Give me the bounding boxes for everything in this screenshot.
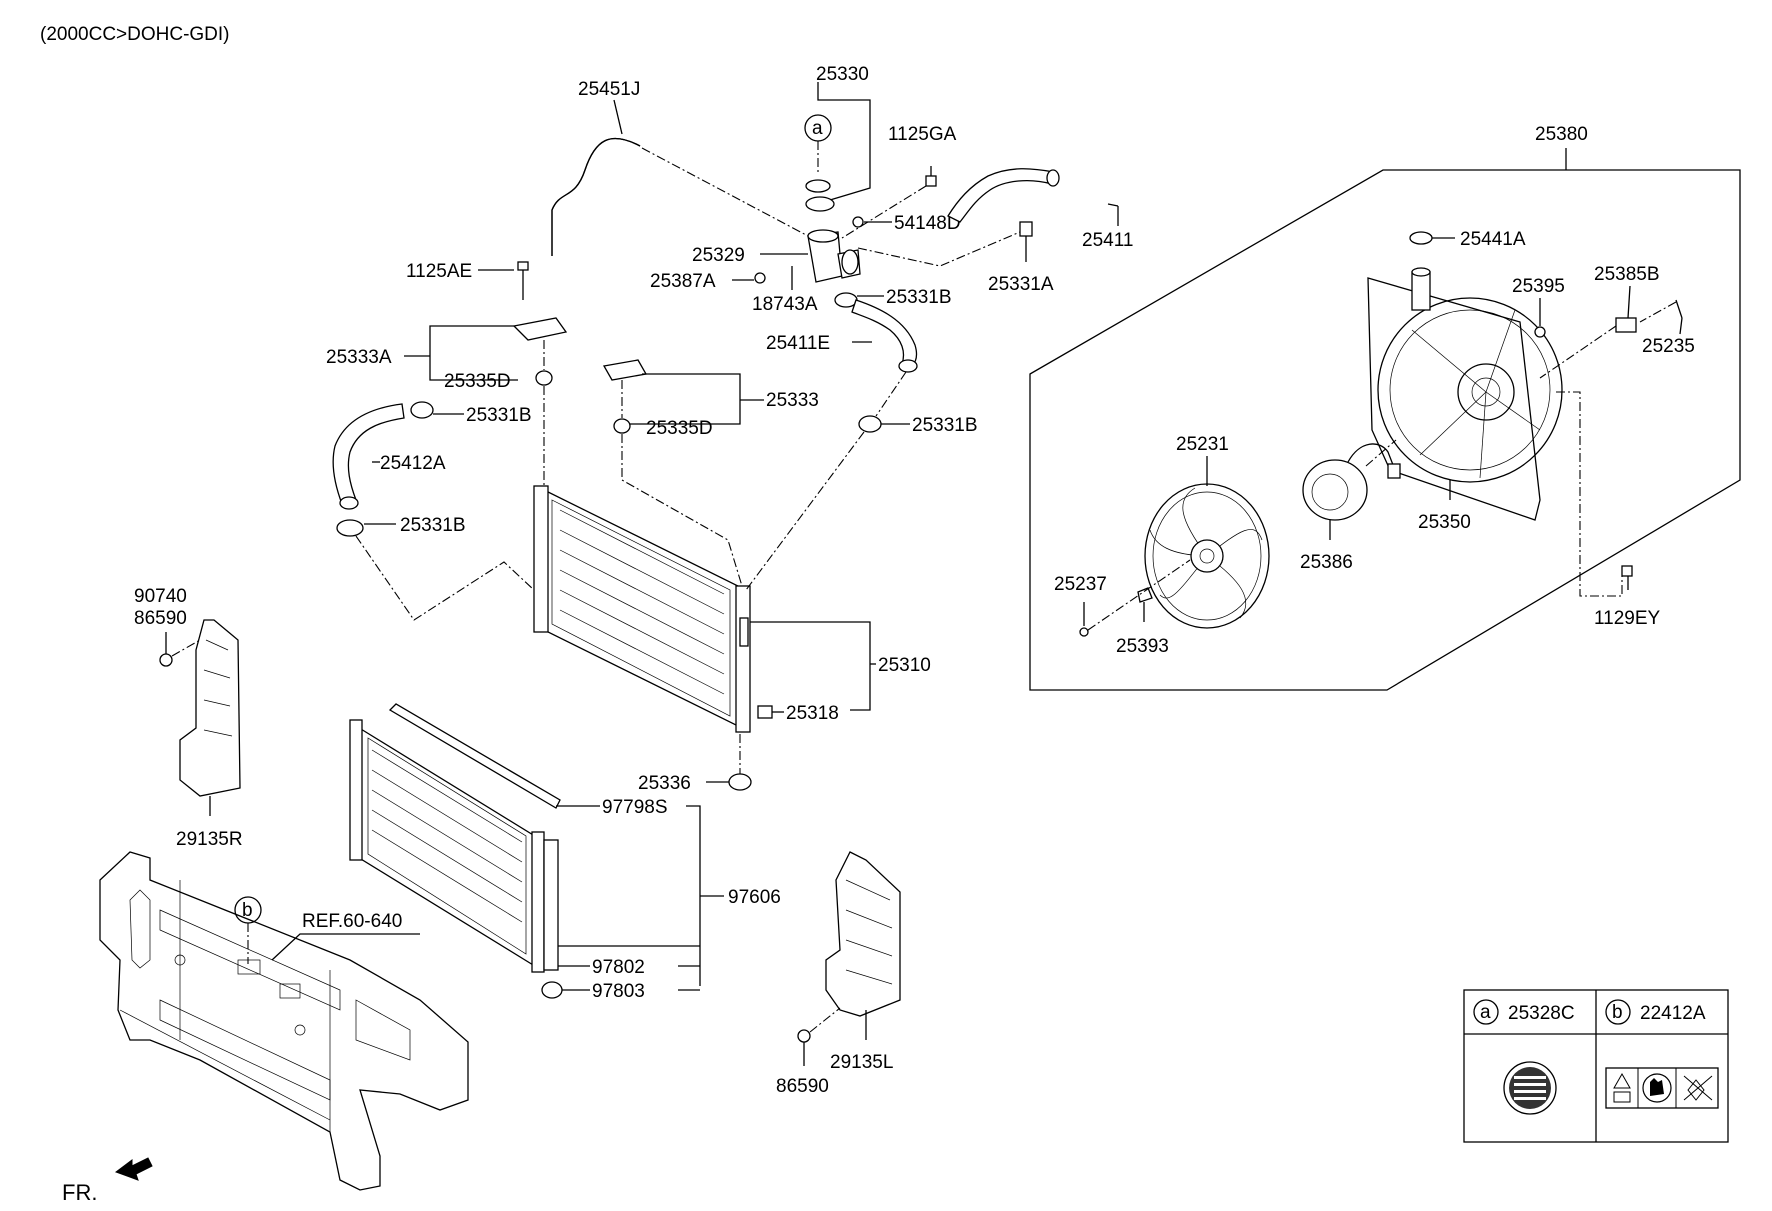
label-25411E: 25411E: [766, 333, 830, 354]
resistor-25385B: [1615, 317, 1637, 333]
fan-shroud-assembly-group: 25380 25350 25441A 25395 25385B: [1029, 124, 1741, 691]
callout-a-letter: a: [812, 118, 823, 139]
label-25329: 25329: [692, 245, 745, 266]
label-25330: 25330: [816, 64, 869, 85]
clamp-25331A: [1019, 221, 1033, 237]
label-25336: 25336: [638, 773, 691, 794]
legend-b-circle: [1605, 999, 1631, 1025]
label-54148D: 54148D: [894, 213, 961, 234]
filler-cap: [805, 196, 835, 212]
label-86590-bottom: 86590: [776, 1076, 829, 1097]
label-25231: 25231: [1176, 434, 1229, 455]
legend-a-circle: [1473, 999, 1499, 1025]
washer-25393: [1137, 587, 1153, 603]
label-25386: 25386: [1300, 552, 1353, 573]
label-25385B: 25385B: [1594, 264, 1660, 285]
label-1125AE: 1125AE: [406, 261, 472, 282]
label-25412A: 25412A: [380, 453, 446, 474]
label-25331B-top: 25331B: [886, 287, 952, 308]
cap-gasket: [805, 179, 831, 193]
mount-97803: [541, 981, 563, 999]
bracket-25333A: [512, 317, 568, 341]
fan-shroud-25350: [1367, 267, 1563, 521]
label-25331B-right: 25331B: [912, 415, 978, 436]
label-25335D-mid: 25335D: [646, 418, 713, 439]
label-25393: 25393: [1116, 636, 1169, 657]
seal-strip-97798S: [388, 703, 561, 809]
nut-25395: [1534, 326, 1546, 338]
front-direction-label: FR.: [62, 1180, 97, 1205]
bolt-86590-left: [159, 653, 173, 667]
clamp-25331B-right: [858, 415, 882, 433]
insulator-25335D-mid: [613, 418, 631, 434]
fan-motor-25386: [1302, 443, 1401, 521]
label-25441A: 25441A: [1460, 229, 1526, 250]
label-25350: 25350: [1418, 512, 1471, 533]
label-ref-60-640: REF.60-640: [302, 911, 402, 932]
radiator-25310: [533, 485, 751, 733]
label-25395: 25395: [1512, 276, 1565, 297]
bolt-25387A: [754, 272, 766, 284]
legend-b-letter: b: [1612, 1002, 1623, 1023]
label-25411: 25411: [1082, 230, 1133, 251]
label-25451J: 25451J: [578, 79, 640, 100]
caution-sticker-icon: [1503, 1061, 1557, 1115]
clamp-25331B-lower: [336, 519, 364, 537]
overflow-hose-25451J: [551, 137, 641, 256]
label-29135L: 29135L: [830, 1052, 893, 1073]
upper-hose-25411: [947, 168, 1055, 223]
label-25318: 25318: [786, 703, 839, 724]
engine-note: (2000CC>DOHC-GDI): [40, 24, 230, 45]
callout-b-letter: b: [242, 900, 253, 921]
label-25333A: 25333A: [326, 347, 392, 368]
clip-54148D: [852, 216, 864, 228]
front-arrow-icon: [114, 1157, 153, 1181]
label-25237: 25237: [1054, 574, 1107, 595]
insulator-25335D-left: [535, 370, 553, 386]
legend-a-letter: a: [1480, 1002, 1491, 1023]
label-1125GA: 1125GA: [888, 124, 957, 145]
label-97606: 97606: [728, 887, 781, 908]
label-97798S: 97798S: [602, 797, 668, 818]
label-25235: 25235: [1642, 336, 1695, 357]
fan-blade-25231: [1144, 483, 1270, 629]
label-25331A: 25331A: [988, 274, 1054, 295]
lower-hose-25411E: [851, 299, 918, 367]
mount-25336: [728, 773, 752, 791]
label-25387A: 25387A: [650, 271, 716, 292]
air-guard-29135R: [179, 619, 241, 797]
label-25331B-lower: 25331B: [400, 515, 466, 536]
legend-a-part: 25328C: [1508, 1003, 1575, 1024]
drain-plug-25318: [757, 705, 773, 719]
label-25333: 25333: [766, 390, 819, 411]
bolt-86590-bottom: [797, 1029, 811, 1043]
label-29135R: 29135R: [176, 829, 243, 850]
air-guard-29135L: [825, 851, 901, 1017]
filler-neck-25329: [807, 229, 861, 283]
label-1129EY: 1129EY: [1594, 608, 1661, 629]
condenser-97606: [349, 719, 559, 973]
legend-b-part: 22412A: [1640, 1003, 1706, 1024]
label-25310: 25310: [878, 655, 931, 676]
label-90740: 90740: [134, 586, 187, 607]
front-end-carrier: [99, 851, 469, 1191]
label-25331B-left: 25331B: [466, 405, 532, 426]
nut-25237: [1079, 627, 1089, 637]
label-97802: 97802: [592, 957, 645, 978]
label-18743A: 18743A: [752, 294, 818, 315]
clamp-25331B-left: [410, 401, 434, 419]
label-86590-left: 86590: [134, 608, 187, 629]
label-97803: 97803: [592, 981, 645, 1002]
legend-table: a 25328C b 22412A: [1463, 989, 1729, 1143]
label-25380: 25380: [1535, 124, 1588, 145]
warning-label-icon: [1605, 1067, 1719, 1109]
cap-25441A: [1409, 231, 1433, 245]
label-25335D-left: 25335D: [444, 371, 511, 392]
bracket-25333: [602, 359, 648, 381]
